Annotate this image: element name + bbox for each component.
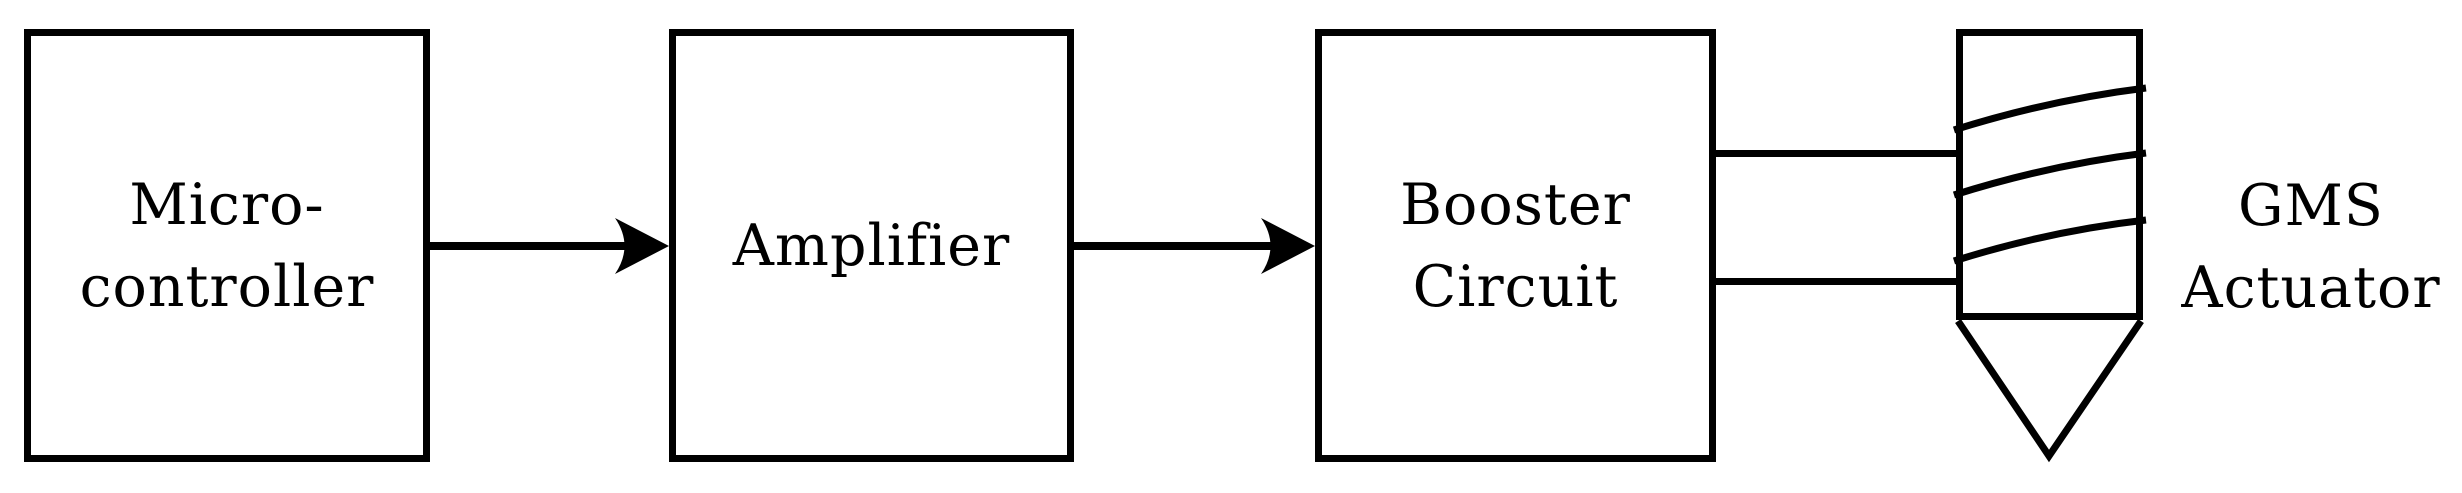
arrow-microcontroller-to-amplifier xyxy=(430,218,669,274)
block-amplifier-label: Amplifier xyxy=(732,212,1011,279)
arrowhead-icon xyxy=(615,218,669,274)
block-microcontroller: Micro- controller xyxy=(24,29,430,462)
block-microcontroller-label-line1: Micro- xyxy=(129,171,325,238)
actuator-symbol xyxy=(1952,29,2147,463)
actuator-label-line1: GMS xyxy=(2238,172,2384,239)
block-amplifier: Amplifier xyxy=(669,29,1074,462)
actuator-thread-line-2 xyxy=(1952,149,2147,199)
block-booster-label-line1: Booster xyxy=(1400,171,1631,238)
actuator-tip xyxy=(1955,319,2144,463)
block-booster-label-line2: Circuit xyxy=(1412,253,1619,320)
actuator-label: GMS Actuator xyxy=(2160,0,2462,493)
block-booster-circuit: Booster Circuit xyxy=(1315,29,1716,462)
block-microcontroller-label-line2: controller xyxy=(79,253,375,320)
arrowhead-icon xyxy=(1261,218,1315,274)
arrow-amplifier-to-booster xyxy=(1074,218,1315,274)
actuator-thread-line-3 xyxy=(1952,216,2147,265)
actuator-thread-line-1 xyxy=(1952,84,2147,134)
actuator-label-line2: Actuator xyxy=(2181,254,2441,321)
actuator-body xyxy=(1956,29,2143,320)
